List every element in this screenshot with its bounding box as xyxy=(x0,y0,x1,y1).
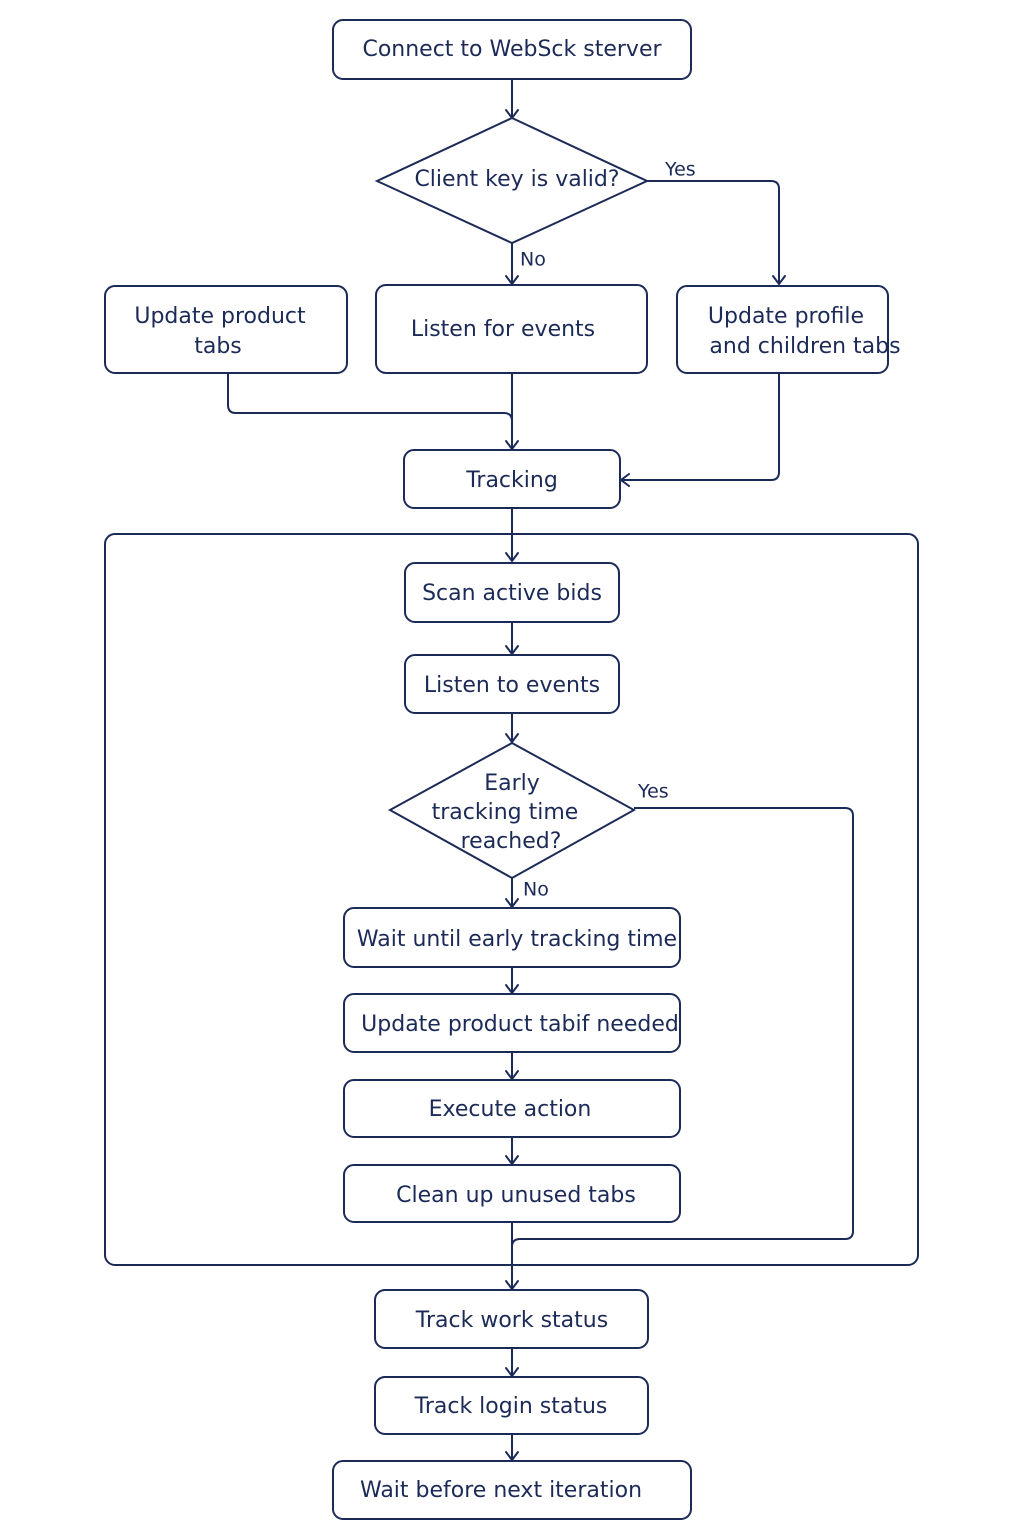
node-box xyxy=(343,993,681,1053)
node-box xyxy=(332,19,692,80)
node-box xyxy=(375,284,648,374)
node-label: Tracking xyxy=(465,468,558,493)
node-execute-action: Execute action xyxy=(343,1079,681,1138)
node-track-login-status: Track login status xyxy=(374,1376,649,1435)
node-box xyxy=(374,1376,649,1435)
node-client-key-decision: Client key is valid? xyxy=(374,116,650,245)
edge-label-early-yes: Yes xyxy=(637,781,669,803)
node-label: Clean up unused tabs xyxy=(396,1183,636,1208)
node-label: Execute action xyxy=(429,1097,592,1122)
node-scan-active-bids: Scan active bids xyxy=(404,562,620,623)
node-label: Track work status xyxy=(415,1308,608,1333)
edge-early-yes-to-exit xyxy=(511,807,854,1248)
node-label-line-3: reached? xyxy=(461,829,562,854)
node-box xyxy=(343,907,681,968)
node-connect: Connect to WebSck sterver xyxy=(332,19,692,80)
node-track-work-status: Track work status xyxy=(374,1289,649,1349)
node-box xyxy=(404,654,620,714)
edge-label-early-no: No xyxy=(523,879,549,901)
node-label-line-2: tracking time xyxy=(432,800,579,825)
edge-label-client-key-no: No xyxy=(520,249,546,271)
node-label: Client key is valid? xyxy=(414,167,619,192)
node-label: Update product tabif needed xyxy=(361,1012,679,1037)
node-label: Listen to events xyxy=(424,673,600,698)
decision-diamond xyxy=(374,116,650,245)
node-label-line-1: Early xyxy=(484,771,540,796)
node-listen-for-events: Listen for events xyxy=(375,284,648,374)
node-label-line-2: and children tabs xyxy=(709,334,900,359)
node-label: Wait until early tracking time xyxy=(357,927,677,952)
node-box xyxy=(403,449,621,509)
node-box xyxy=(332,1460,692,1520)
arrowhead xyxy=(772,275,786,285)
node-box xyxy=(374,1289,649,1349)
node-wait-until-early-tracking: Wait until early tracking time xyxy=(343,907,681,968)
node-box xyxy=(104,285,348,374)
node-update-profile: Update profile and children tabs xyxy=(676,285,901,374)
node-update-product-tabs: Update product tabs xyxy=(104,285,348,374)
edge-update-product-tabs-to-tracking xyxy=(227,373,513,422)
node-label: Track login status xyxy=(414,1394,608,1419)
node-label: Listen for events xyxy=(411,317,595,342)
edge-label-client-key-yes: Yes xyxy=(664,159,696,181)
edge-update-profile-to-tracking xyxy=(621,373,780,481)
node-label: Scan active bids xyxy=(422,581,602,606)
node-label-line-1: Update product xyxy=(134,304,306,329)
node-label-line-2: tabs xyxy=(194,334,242,359)
decision-diamond xyxy=(387,741,637,880)
node-clean-up-unused-tabs: Clean up unused tabs xyxy=(343,1164,681,1223)
node-listen-to-events: Listen to events xyxy=(404,654,620,714)
node-box xyxy=(343,1164,681,1223)
node-label-line-1: Update profile xyxy=(708,304,864,329)
node-label: Wait before next iteration xyxy=(360,1478,642,1503)
node-label: Connect to WebSck sterver xyxy=(362,37,662,62)
node-box xyxy=(404,562,620,623)
node-box xyxy=(676,285,889,374)
node-box xyxy=(343,1079,681,1138)
edge-decision-yes-to-update-profile xyxy=(647,180,780,284)
node-tracking: Tracking xyxy=(403,449,621,509)
arrowhead xyxy=(505,552,519,562)
node-early-tracking-decision: Early tracking time reached? xyxy=(387,741,637,880)
node-wait-before-next-iteration: Wait before next iteration xyxy=(332,1460,692,1520)
node-update-product-tab-if-needed: Update product tabif needed xyxy=(343,993,681,1053)
